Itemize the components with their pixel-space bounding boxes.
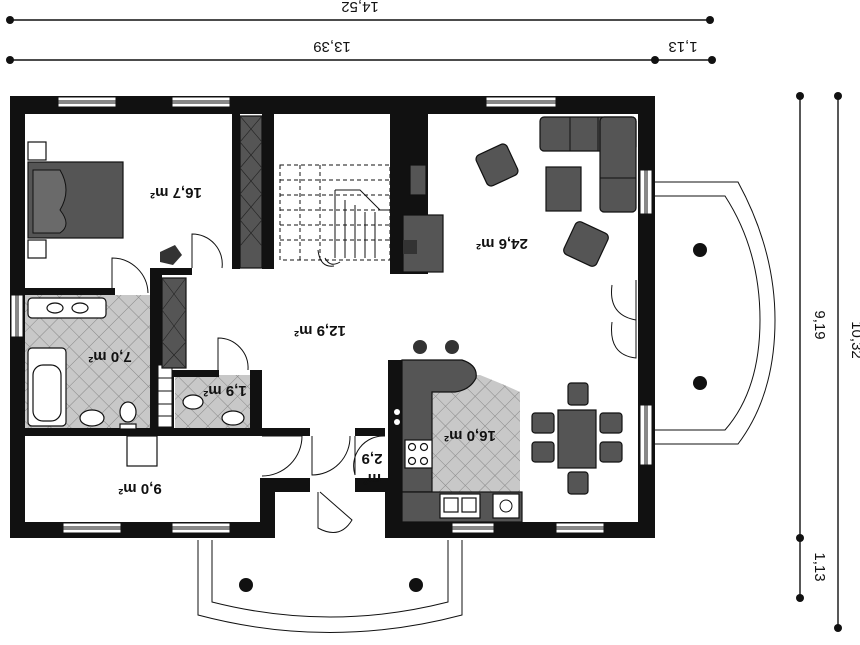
dim-right-bottom: 1,13 bbox=[811, 552, 828, 581]
wardrobe-hatch bbox=[239, 115, 263, 247]
small-room-area: 9,0 m² bbox=[118, 480, 161, 497]
living-area: 24,6 m² bbox=[476, 235, 528, 252]
vestibule-area-line1: 2,9 bbox=[362, 450, 383, 467]
wc-area: 1,9 m² bbox=[203, 382, 246, 399]
front-porch bbox=[197, 540, 463, 633]
doors bbox=[111, 233, 637, 533]
dim-top-total: 14,52 bbox=[341, 0, 379, 15]
dimension-lines bbox=[6, 16, 842, 632]
kitchen-area: 16,0 m² bbox=[444, 427, 496, 444]
windows bbox=[10, 96, 653, 534]
dim-top-main: 13,39 bbox=[313, 38, 351, 55]
bedroom-area: 16,7 m² bbox=[150, 184, 202, 201]
dim-right-outer: 10,32 bbox=[848, 321, 860, 359]
wardrobe bbox=[239, 115, 263, 269]
vestibule-area-line2: m² bbox=[363, 470, 381, 487]
dim-right-inner: 9,19 bbox=[811, 310, 828, 339]
hall-area: 12,9 m² bbox=[294, 322, 346, 339]
dim-top-small: 1,13 bbox=[668, 38, 697, 55]
bedroom-furniture bbox=[27, 141, 182, 265]
bathroom-area: 7,0 m² bbox=[88, 348, 131, 365]
right-bay bbox=[655, 181, 776, 445]
stairs bbox=[279, 164, 391, 265]
kitchen-floor bbox=[432, 375, 520, 492]
bathroom-fixtures bbox=[27, 277, 245, 467]
living-furniture bbox=[402, 116, 637, 273]
kitchen-furniture bbox=[394, 340, 523, 523]
dining-furniture bbox=[531, 382, 623, 495]
